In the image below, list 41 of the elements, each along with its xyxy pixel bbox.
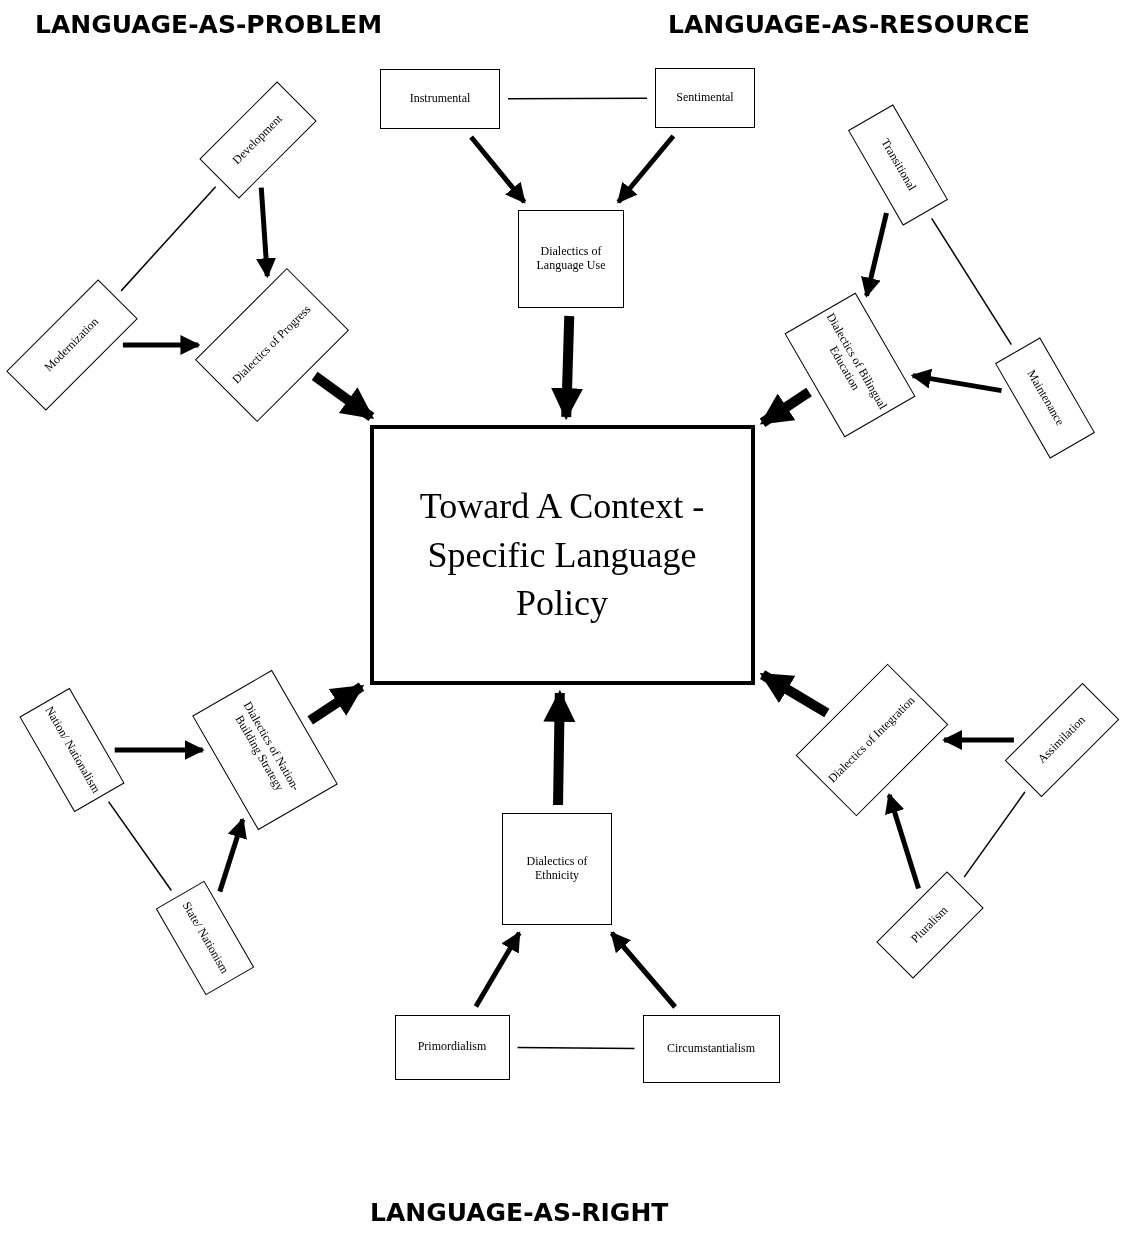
arrow xyxy=(114,740,205,760)
arrow xyxy=(885,793,921,890)
concept-box xyxy=(394,1014,510,1080)
arrow xyxy=(469,135,527,204)
arrow xyxy=(759,670,830,718)
box-label: Toward A Context - Specific Language Policy xyxy=(418,485,706,626)
central-box xyxy=(369,425,755,685)
box-label: Primordialism xyxy=(417,1040,487,1054)
box-label: Dialectics of Language Use xyxy=(535,245,607,273)
box-label: Instrumental xyxy=(409,92,471,106)
connector-line xyxy=(507,97,648,100)
arrow xyxy=(551,315,584,421)
arrow xyxy=(609,931,677,1009)
concept-box xyxy=(642,1015,780,1083)
connector-line xyxy=(963,791,1026,878)
arrow xyxy=(910,368,1002,394)
box-label: Dialectics of Ethnicity xyxy=(525,855,589,883)
connector-line xyxy=(120,185,217,292)
concept-box xyxy=(655,68,755,128)
connector-line xyxy=(107,800,173,892)
arrow xyxy=(256,187,277,279)
box-label: Circumstantialism xyxy=(667,1042,755,1056)
section-heading: LANGUAGE-AS-RESOURCE xyxy=(668,10,1030,39)
concept-box xyxy=(502,813,612,925)
arrow xyxy=(307,682,365,725)
arrow xyxy=(473,931,522,1008)
arrow xyxy=(942,730,1014,750)
concept-box xyxy=(380,69,500,129)
arrow xyxy=(311,371,375,422)
connector-line xyxy=(930,217,1013,346)
arrow xyxy=(616,134,676,204)
concept-box xyxy=(518,210,624,308)
section-heading: LANGUAGE-AS-RIGHT xyxy=(370,1198,669,1227)
arrow xyxy=(759,387,812,427)
arrow xyxy=(217,817,247,893)
connector-line xyxy=(516,1046,636,1050)
box-label: Sentimental xyxy=(676,91,734,105)
arrow xyxy=(861,212,889,298)
section-heading: LANGUAGE-AS-PROBLEM xyxy=(35,10,383,39)
arrow xyxy=(122,335,201,355)
arrow xyxy=(543,689,576,806)
